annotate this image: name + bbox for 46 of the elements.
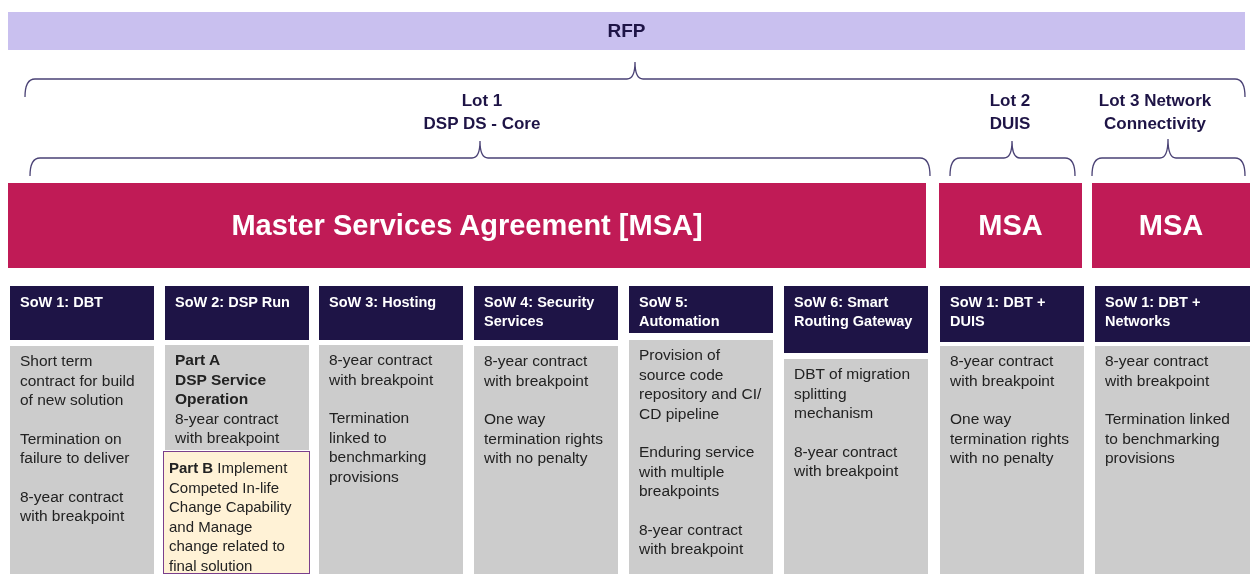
contract-term-text: 8-year contract with breakpoint [794,441,900,481]
contract-term-text: Part B Implement Competed In-life Change Capability and Manage change related to final solution [169,458,293,573]
agreement-banner: MSA [939,183,1082,268]
contract-term-text: Part A [175,350,222,370]
sow-header: SoW 1: DBT + Networks [1095,286,1250,342]
contract-term-text: 8-year contract with breakpoint [639,519,745,559]
contract-term-text: DBT of migration splitting mechanism [794,364,911,423]
contract-term-text: 8-year contract with breakpoint [1105,351,1211,390]
contract-term-text: Termination on failure to deliver [20,428,131,468]
rfp-band: RFP [8,12,1245,50]
contract-term-text: Termination linked to benchmarking provisions [329,408,428,486]
agreement-banner: Master Services Agreement [MSA] [8,183,926,268]
sow-body [165,345,309,450]
sow-body [629,340,773,574]
contract-term-text: One way termination rights with no penalty [950,409,1070,468]
sow-header: SoW 1: DBT + DUIS [940,286,1084,342]
contract-term-text: DSP Service Operation [175,369,268,409]
contract-term-text: 8-year contract with breakpoint [329,350,435,389]
sow-header: SoW 1: DBT [10,286,154,340]
sow-header: SoW 4: Security Services [474,286,618,340]
sow-body [784,359,928,574]
contract-term-text: Enduring service with multiple breakpoints [639,442,756,501]
contract-term-text: 8-year contract with breakpoint [175,408,281,448]
lot-label: DUIS [988,113,1032,135]
contract-term-text: 8-year contract with breakpoint [20,486,126,526]
sow-header: SoW 2: DSP Run [165,286,309,340]
contract-term-text: 8-year contract with breakpoint [484,351,590,390]
sow-body [940,346,1084,574]
lot-label: Lot 3 Network Connectivity [1097,90,1213,135]
sow-header: SoW 3: Hosting [319,286,463,340]
part-b-box [163,451,310,574]
sow-body [10,346,154,574]
sow-body [474,346,618,574]
sow-body [319,345,463,574]
lot-label: DSP DS - Core [422,113,542,135]
contract-term-text: One way termination rights with no penalty [484,409,604,468]
contract-term-text: Short term contract for build of new solution [20,351,136,410]
sow-header: SoW 6: Smart Routing Gateway [784,286,928,353]
sow-body [1095,346,1250,574]
contract-term-text: Provision of source code repository and CI/ CD pipeline [639,345,763,423]
lot-label: Lot 1 [460,90,504,112]
agreement-banner: MSA [1092,183,1250,268]
lot-label: Lot 2 [988,90,1032,112]
contract-term-text: Termination linked to benchmarking provisions [1105,409,1231,468]
contract-term-text: 8-year contract with breakpoint [950,351,1056,390]
sow-header: SoW 5: Automation [629,286,773,333]
